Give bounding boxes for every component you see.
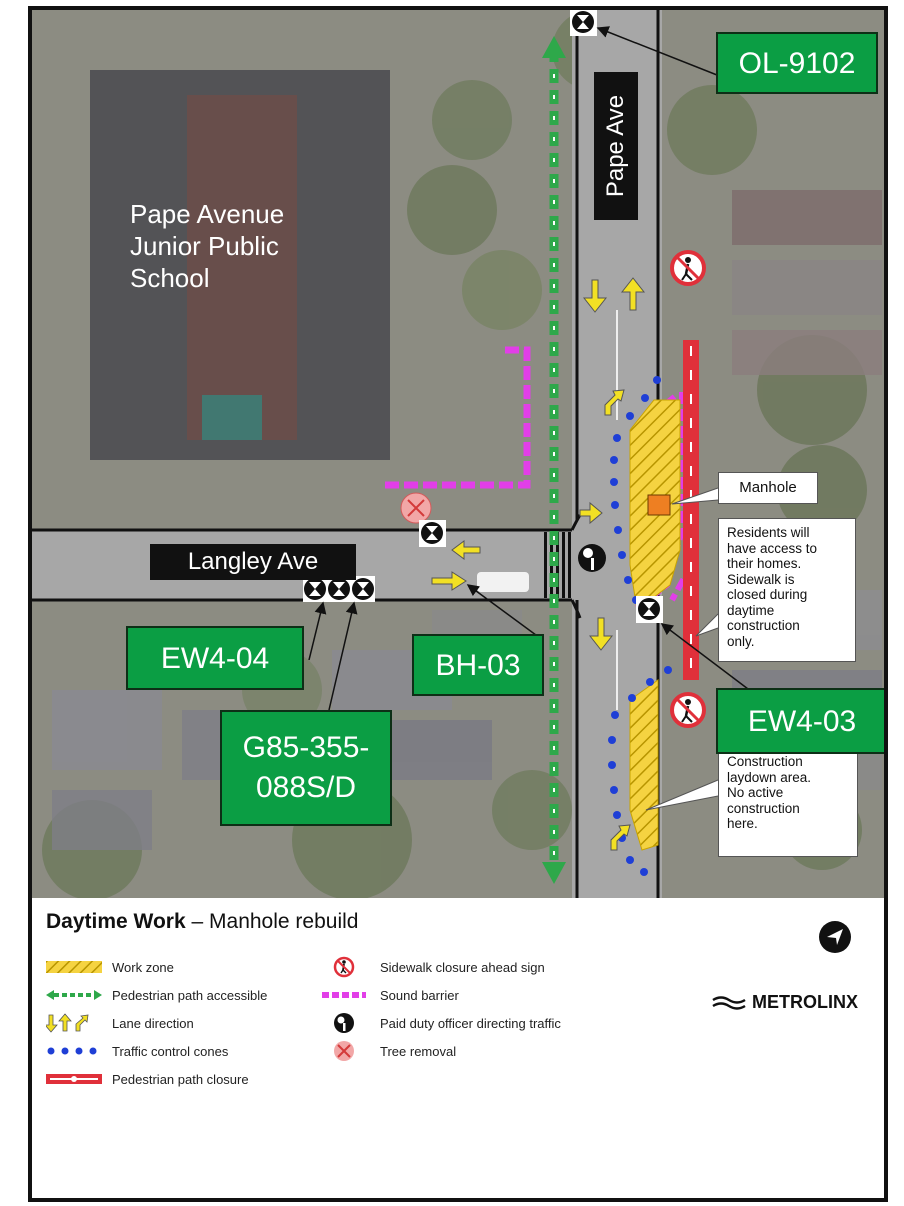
laydown-callout-pointer: [645, 779, 719, 811]
borehole-marker-bh-03: [419, 520, 446, 547]
borehole-label-g85-355-088s-d: G85-355-088S/D: [220, 710, 392, 826]
school-label-line: Pape Avenue: [130, 199, 285, 229]
closure-icon: [46, 1068, 106, 1090]
borehole-marker-ew4-04: [303, 576, 375, 602]
residents-callout: Residents will have access to their home…: [718, 518, 856, 662]
sound-barrier-icon: [314, 984, 374, 1006]
legend-item-cones: Traffic control cones: [46, 1040, 228, 1062]
no-pedestrian-icon: [670, 250, 706, 286]
laydown-callout: Construction laydown area. No active con…: [718, 745, 858, 857]
borehole-label-ew4-04: EW4-04: [126, 626, 304, 690]
borehole-label-bh-03: BH-03: [412, 634, 544, 696]
borehole-label-ew4-03: EW4-03: [716, 688, 884, 754]
tree-removal-icon: [314, 1040, 374, 1062]
cones-icon: [46, 1040, 106, 1062]
pedestrian-path-arrow: [542, 36, 566, 884]
leader-lines: [308, 26, 753, 711]
legend-item-pedestrian-closure: Pedestrian path closure: [46, 1068, 249, 1090]
work-zone-laydown: [629, 679, 659, 851]
school-label-line: Junior Public: [130, 231, 279, 261]
no-pedestrian-icon: [314, 956, 374, 978]
no-pedestrian-icon: [670, 692, 706, 728]
street-label-langley-ave: Langley Ave: [150, 544, 356, 580]
manhole-callout-pointer: [671, 487, 719, 505]
legend-item-work-zone: Work zone: [46, 956, 174, 978]
hatch-icon: [46, 956, 106, 978]
green-arrow-icon: [46, 984, 106, 1006]
manhole-callout: Manhole: [718, 472, 818, 504]
north-arrow-icon: [819, 921, 851, 953]
borehole-marker-ol-9102: [570, 10, 597, 36]
metrolinx-logo: METROLINX: [712, 992, 858, 1013]
borehole-marker-ew4-03: [636, 596, 663, 623]
officer-icon: [314, 1012, 374, 1034]
officer-icon: [578, 544, 606, 572]
school-label-line: School: [130, 263, 210, 293]
legend: Daytime Work – Manhole rebuild Work zone…: [32, 898, 884, 1198]
car: [477, 572, 529, 592]
lane-arrows: [431, 277, 646, 851]
manhole-marker: [647, 494, 671, 516]
legend-item-sound-barrier: Sound barrier: [314, 984, 459, 1006]
map-frame: Pape Avenue Junior Public School Pape Av…: [28, 6, 888, 1202]
borehole-label-ol-9102: OL-9102: [716, 32, 878, 94]
legend-item-lane-direction: Lane direction: [46, 1012, 194, 1034]
residents-callout-pointer: [695, 613, 719, 637]
legend-item-officer: Paid duty officer directing traffic: [314, 1012, 561, 1034]
legend-item-sidewalk-closure-sign: Sidewalk closure ahead sign: [314, 956, 545, 978]
school-label: Pape Avenue Junior Public School: [130, 198, 284, 294]
street-label-pape-ave: Pape Ave: [594, 72, 638, 220]
sound-barrier-west: [385, 346, 531, 489]
metrolinx-wave-icon: [712, 995, 746, 1010]
legend-title: Daytime Work – Manhole rebuild: [46, 910, 359, 933]
lane-arrows-icon: [46, 1012, 106, 1034]
legend-item-tree-removal: Tree removal: [314, 1040, 456, 1062]
tree-removal-icon: [400, 492, 432, 524]
pedestrian-closure-bar: [683, 340, 699, 680]
legend-item-pedestrian-path: Pedestrian path accessible: [46, 984, 267, 1006]
